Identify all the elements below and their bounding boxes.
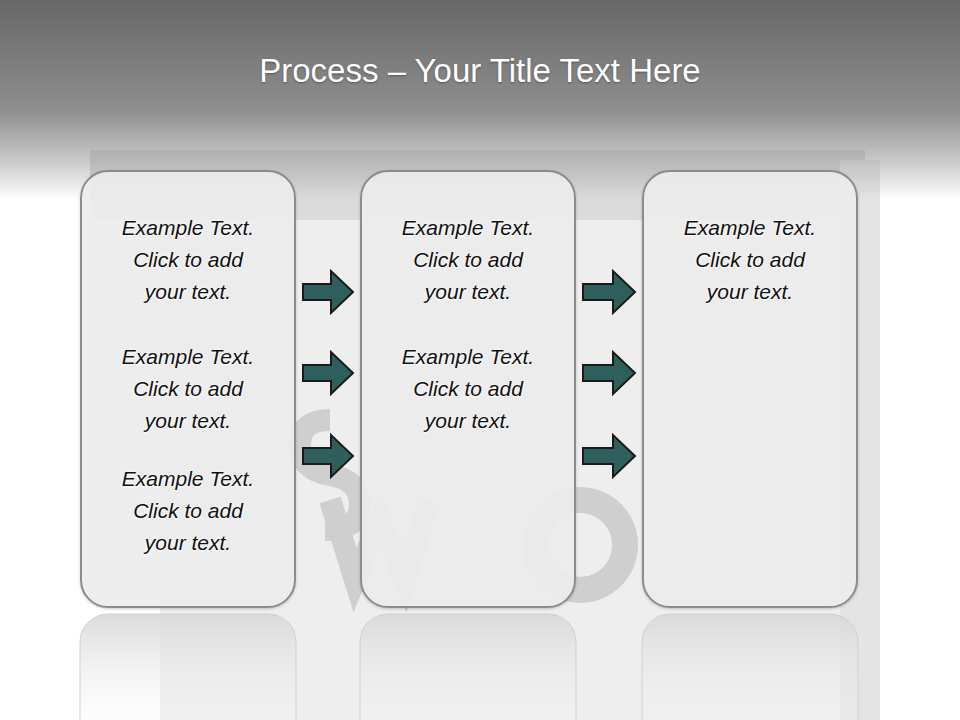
process-box: Example Text. Click to add your text. Exa… xyxy=(360,170,576,608)
box-text: Example Text. Click to add your text. xyxy=(110,341,266,437)
box-reflections xyxy=(80,614,858,720)
block-arrow xyxy=(303,352,353,394)
slide-title: Process – Your Title Text Here xyxy=(0,52,960,90)
block-arrow xyxy=(583,435,635,477)
process-box: Example Text. Click to add your text. Exa… xyxy=(80,170,296,608)
box-text: Example Text. Click to add your text. xyxy=(390,212,546,308)
block-arrow xyxy=(583,271,635,313)
process-box: Example Text. Click to add your text. xyxy=(642,170,858,608)
block-arrow xyxy=(303,435,353,477)
box-text: Example Text. Click to add your text. xyxy=(672,212,828,308)
box-text: Example Text. Click to add your text. xyxy=(110,463,266,559)
box-text: Example Text. Click to add your text. xyxy=(390,341,546,437)
block-arrow xyxy=(303,271,353,313)
block-arrow xyxy=(583,352,635,394)
box-text: Example Text. Click to add your text. xyxy=(110,212,266,308)
